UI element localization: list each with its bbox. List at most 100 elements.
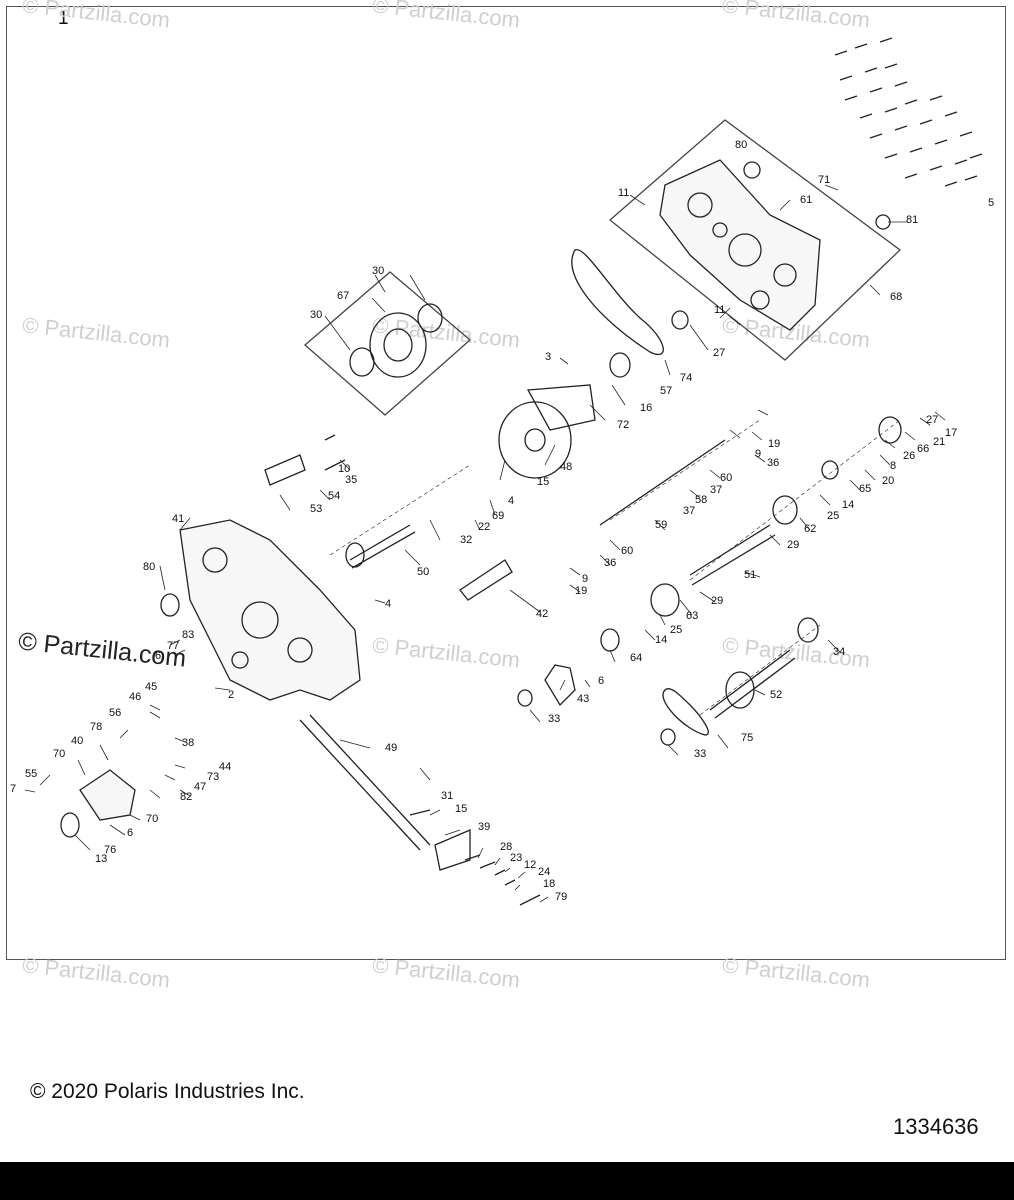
drawing-number: 1334636 — [893, 1114, 979, 1139]
callout-9: 9 — [755, 448, 761, 460]
callout-52: 52 — [770, 689, 782, 701]
callout-43: 43 — [577, 693, 589, 705]
callout-15: 15 — [455, 803, 467, 815]
diagram-frame — [6, 6, 1006, 960]
shaft-49 — [299, 714, 431, 851]
callout-29: 29 — [787, 539, 799, 551]
callout-32: 32 — [460, 534, 472, 546]
callout-4: 4 — [508, 495, 514, 507]
callout-59: 59 — [655, 519, 667, 531]
callout-15: 15 — [537, 476, 549, 488]
callout-56: 56 — [109, 707, 121, 719]
callout-37: 37 — [683, 505, 695, 517]
callout-8: 8 — [890, 460, 896, 472]
plate-43 — [544, 664, 576, 707]
callout-46: 46 — [129, 691, 141, 703]
callout-6: 6 — [598, 675, 604, 687]
callout-47: 47 — [194, 781, 206, 793]
callout-60: 60 — [720, 472, 732, 484]
callout-53: 53 — [310, 503, 322, 515]
callout-41: 41 — [172, 513, 184, 525]
callout-82: 82 — [180, 791, 192, 803]
idler-gear-box — [304, 271, 471, 416]
bolt-group — [834, 37, 983, 187]
callout-10: 10 — [338, 463, 350, 475]
callout-60: 60 — [621, 545, 633, 557]
callout-24: 24 — [538, 866, 550, 878]
callout-26: 26 — [903, 450, 915, 462]
callout-37: 37 — [710, 484, 722, 496]
callout-64: 64 — [630, 652, 642, 664]
callout-44: 44 — [219, 761, 231, 773]
callout-6: 6 — [127, 827, 133, 839]
callout-labels: 2 3 4 4 5 6 6 6 7 8 9 9 10 11 11 12 13 1… — [10, 139, 994, 903]
figure-number: 1 — [58, 8, 69, 29]
exploded-parts-diagram: 2 3 4 4 5 6 6 6 7 8 9 9 10 11 11 12 13 1… — [10, 37, 994, 906]
callout-48: 48 — [560, 461, 572, 473]
callout-80: 80 — [735, 139, 747, 151]
idler-gear — [369, 312, 427, 378]
callout-9: 9 — [582, 573, 588, 585]
bottom-bar — [0, 1162, 1014, 1200]
callout-19: 19 — [768, 438, 780, 450]
callout-78: 78 — [90, 721, 102, 733]
gear-57 — [609, 352, 631, 378]
callout-50: 50 — [417, 566, 429, 578]
callout-63: 63 — [686, 610, 698, 622]
callout-83: 83 — [182, 629, 194, 641]
callout-39: 39 — [478, 821, 490, 833]
belt — [571, 249, 664, 355]
callout-80: 80 — [143, 561, 155, 573]
callout-51: 51 — [744, 569, 756, 581]
callout-3: 3 — [545, 351, 551, 363]
shaft-50 — [349, 524, 416, 569]
callout-27: 27 — [713, 347, 725, 359]
callout-23: 23 — [510, 852, 522, 864]
callout-13: 13 — [95, 853, 107, 865]
callout-55: 55 — [25, 768, 37, 780]
callout-77: 77 — [167, 640, 179, 652]
callout-40: 40 — [71, 735, 83, 747]
callout-2: 2 — [228, 689, 234, 701]
callout-68: 68 — [890, 291, 902, 303]
callout-75: 75 — [741, 732, 753, 744]
callout-25: 25 — [670, 624, 682, 636]
callout-65: 65 — [859, 483, 871, 495]
callout-18: 18 — [543, 878, 555, 890]
callout-76: 76 — [104, 844, 116, 856]
callout-61: 61 — [800, 194, 812, 206]
callout-69: 69 — [492, 510, 504, 522]
callout-73: 73 — [207, 771, 219, 783]
callout-54: 54 — [328, 490, 340, 502]
callout-62: 62 — [804, 523, 816, 535]
callout-35: 35 — [345, 474, 357, 486]
shaft-52 — [709, 649, 796, 719]
callout-12: 12 — [524, 859, 536, 871]
front-case — [179, 519, 361, 701]
callout-58: 58 — [695, 494, 707, 506]
callout-14: 14 — [655, 634, 667, 646]
callout-14: 14 — [842, 499, 854, 511]
callout-5: 5 — [988, 197, 994, 209]
callout-25: 25 — [827, 510, 839, 522]
callout-33: 33 — [548, 713, 560, 725]
callout-57: 57 — [660, 385, 672, 397]
callout-28: 28 — [500, 841, 512, 853]
callout-70: 70 — [53, 748, 65, 760]
shaft-51 — [689, 524, 776, 586]
callout-7: 7 — [10, 783, 16, 795]
callout-33: 33 — [694, 748, 706, 760]
shaft-59 — [599, 439, 726, 526]
callout-11: 11 — [618, 187, 629, 199]
callout-71: 71 — [818, 174, 830, 186]
callout-36: 36 — [604, 557, 616, 569]
callout-19: 19 — [575, 585, 587, 597]
shaft-42 — [459, 559, 513, 601]
callout-6: 6 — [155, 650, 161, 662]
callout-81: 81 — [906, 214, 918, 226]
callout-17: 17 — [945, 427, 957, 439]
callout-45: 45 — [145, 681, 157, 693]
callout-27: 27 — [926, 414, 938, 426]
callout-29: 29 — [711, 595, 723, 607]
rear-cover — [608, 119, 902, 361]
